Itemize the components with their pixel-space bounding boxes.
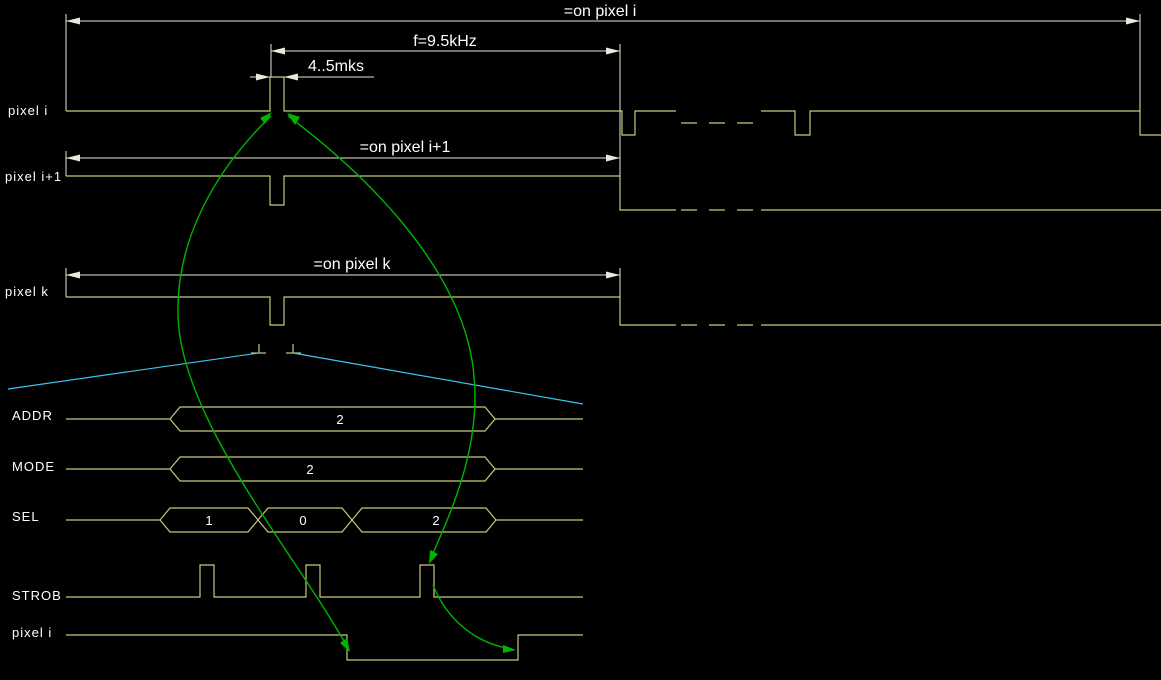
sel-row: SEL 1 0 2 xyxy=(12,507,583,533)
dimension-on-pixel-i: =on pixel i xyxy=(65,3,1141,133)
green-arrows xyxy=(177,112,516,653)
zoom-region xyxy=(7,344,584,405)
pixel-i1-trace xyxy=(66,175,676,211)
pixel-k-trace xyxy=(66,296,676,326)
dim-arrowhead-right xyxy=(606,271,620,279)
addr-bus-value: 2 xyxy=(336,412,343,427)
mode-bus-segment xyxy=(169,456,496,482)
sel-bus-value-2: 0 xyxy=(299,513,306,528)
dim-arrowhead-left xyxy=(271,47,285,55)
dim-arrowhead-right xyxy=(606,154,620,162)
green-arrowhead-strob xyxy=(429,550,438,564)
addr-row: ADDR 2 xyxy=(12,406,583,432)
addr-bus-segment xyxy=(169,406,496,432)
dimension-freq: f=9.5kHz xyxy=(270,33,621,176)
green-arrowhead-output-fall xyxy=(340,638,350,652)
strob-trace xyxy=(66,564,583,598)
green-arrowhead-pulse-right xyxy=(287,113,300,125)
dim-arrowhead-left xyxy=(66,154,80,162)
dimension-on-pixel-i1: =on pixel i+1 xyxy=(65,139,620,176)
annotation-on-pixel-i: =on pixel i xyxy=(564,3,637,20)
mode-bus-value: 2 xyxy=(306,462,313,477)
dimension-on-pixel-k: =on pixel k xyxy=(65,256,621,297)
dimension-pulse-width: 4..5mks xyxy=(250,58,374,81)
sel-bus-value-3: 2 xyxy=(432,513,439,528)
dim-arrowhead-left xyxy=(256,73,270,81)
mode-label: MODE xyxy=(12,459,55,474)
zoom-guide-right-line xyxy=(292,352,584,405)
dim-arrowhead-right xyxy=(284,73,298,81)
pixel-k-row: pixel k xyxy=(5,284,1161,326)
green-arrowhead-pulse-left xyxy=(260,112,272,124)
annotation-on-pixel-k: =on pixel k xyxy=(314,256,392,273)
annotation-freq: f=9.5kHz xyxy=(413,33,477,50)
pixel-i-row: pixel i xyxy=(8,76,1161,136)
strob-label: STROB xyxy=(12,588,62,603)
sel-bus-value-1: 1 xyxy=(205,513,212,528)
pixel-k-label: pixel k xyxy=(5,284,49,299)
green-curve-right xyxy=(287,115,476,561)
zoom-guide-left-line xyxy=(7,352,260,390)
dim-arrowhead-right xyxy=(1126,17,1140,25)
green-curve-left xyxy=(177,115,350,651)
pixel-i-output-row: pixel i xyxy=(12,625,583,661)
annotation-pulse-width: 4..5mks xyxy=(308,58,364,75)
dim-arrowhead-left xyxy=(66,17,80,25)
pixel-i-trace-right xyxy=(761,110,1161,136)
sel-bus-segment-3 xyxy=(351,507,497,533)
dim-arrowhead-left xyxy=(66,271,80,279)
green-arrowhead-output-rise xyxy=(503,645,516,653)
pixel-i-output-trace xyxy=(66,634,583,661)
sel-label: SEL xyxy=(12,509,40,524)
pixel-i1-row: pixel i+1 xyxy=(5,169,1161,211)
mode-row: MODE 2 xyxy=(12,456,583,482)
annotation-on-pixel-i1: =on pixel i+1 xyxy=(360,139,451,156)
pixel-i-output-label: pixel i xyxy=(12,625,52,640)
pixel-i-trace xyxy=(66,76,676,136)
dim-arrowhead-right xyxy=(606,47,620,55)
pixel-i1-label: pixel i+1 xyxy=(5,169,62,184)
strob-row: STROB xyxy=(12,564,583,603)
pixel-i-label: pixel i xyxy=(8,103,48,118)
green-curve-strob-to-output xyxy=(432,584,513,650)
addr-label: ADDR xyxy=(12,408,53,423)
